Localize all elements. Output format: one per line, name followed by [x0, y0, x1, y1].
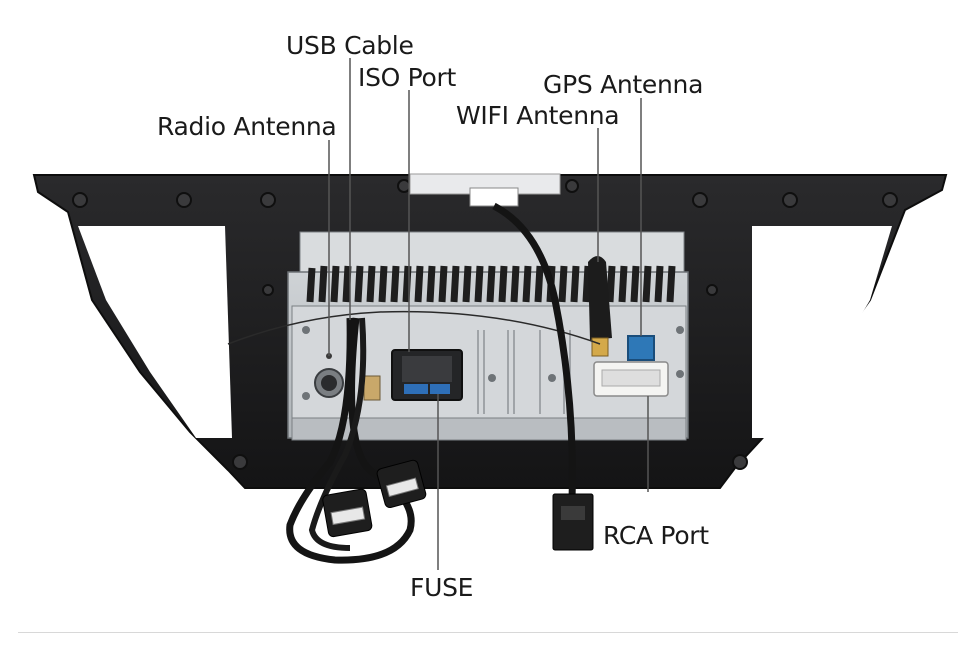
bottom-divider: [18, 632, 958, 633]
usb-plug-2: [376, 459, 427, 509]
bezel-right-cutout: [752, 226, 892, 438]
display-connector: [469, 187, 519, 207]
rca-port-connector: [593, 361, 669, 397]
bezel-left-cutout: [78, 226, 232, 438]
cable-end-plug: [552, 493, 594, 551]
label-gps-antenna: GPS Antenna: [543, 70, 704, 99]
label-rca-port: RCA Port: [603, 521, 709, 550]
antenna-wire: [227, 310, 601, 345]
av-connector: [363, 375, 381, 401]
display-cable: [492, 202, 576, 501]
iso-port-connector: [391, 349, 463, 401]
usb-cable-loop: [286, 317, 415, 564]
label-usb-cable: USB Cable: [286, 31, 414, 60]
faceplate-screws: [302, 326, 684, 400]
radio-antenna-jack: [314, 353, 344, 398]
chassis-lower-plate: [291, 417, 687, 441]
label-wifi-antenna: WIFI Antenna: [456, 101, 620, 130]
leader-lines: [328, 58, 649, 570]
label-fuse: FUSE: [410, 573, 474, 602]
label-iso-port: ISO Port: [358, 63, 457, 92]
label-radio-antenna: Radio Antenna: [157, 112, 337, 141]
usb-cable-loop-2: [308, 317, 367, 551]
usb-plug-1: [322, 488, 373, 538]
gps-connector: [627, 335, 655, 361]
